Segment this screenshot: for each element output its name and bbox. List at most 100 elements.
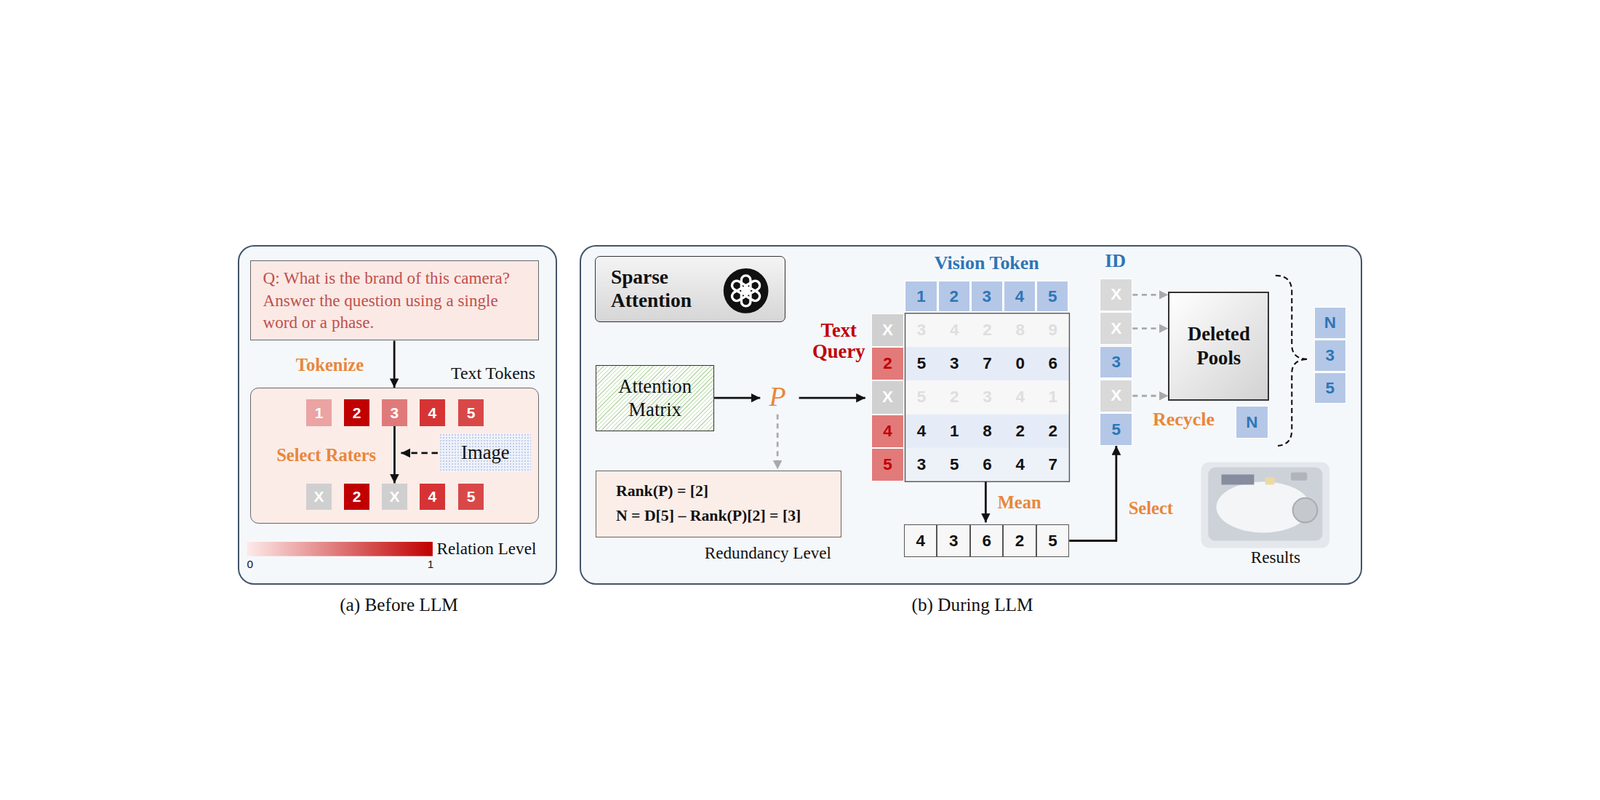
matrix-row xyxy=(905,313,1070,347)
panel-caption: (a) Before LLM xyxy=(239,594,559,616)
question-box: Q: What is the brand of this camera? Ans… xyxy=(250,260,539,342)
cell-text: 4 xyxy=(428,404,438,422)
vision-token-cell: 2 xyxy=(938,280,971,312)
cell-text: X xyxy=(1110,319,1122,339)
formula-text: N = D[5] – Rank(P)[2] = [3] xyxy=(616,504,801,529)
selected-token: 2 xyxy=(344,483,370,510)
query-row-cell: 5 xyxy=(871,448,904,482)
cell-text: 5 xyxy=(882,455,892,475)
id-cell: 5 xyxy=(1099,413,1133,446)
matrix-input-box: Attention Matrix xyxy=(595,365,715,432)
camera-front xyxy=(1216,481,1310,533)
camera-label xyxy=(1221,474,1254,485)
cell-text: 2 xyxy=(352,404,362,422)
dashed-arrow xyxy=(776,414,779,470)
id-cell: X xyxy=(1099,312,1133,345)
selected-token: X xyxy=(381,483,408,510)
result-cell: 3 xyxy=(1314,339,1346,371)
logo-petal xyxy=(730,286,750,303)
id-cell: X xyxy=(1099,379,1133,413)
matrix-row xyxy=(905,346,1070,381)
text-token: 5 xyxy=(458,399,484,426)
mean-cell: 4 xyxy=(904,524,937,558)
cell-text: N xyxy=(1324,313,1336,333)
logo-petal xyxy=(730,279,750,296)
cell-text: X xyxy=(1110,285,1122,304)
cell-text: 3 xyxy=(390,404,400,422)
logo-knot xyxy=(730,275,762,307)
connector xyxy=(1069,445,1117,541)
vision-token-cell: 5 xyxy=(1036,280,1069,312)
panel-box: (a) Before LLMQ: What is the brand of th… xyxy=(237,245,558,585)
image-text: Image xyxy=(461,441,510,464)
cell-text: 2 xyxy=(352,488,362,506)
formula-text: Rank(P) = [2] xyxy=(616,479,709,504)
connector xyxy=(393,426,396,484)
vision-token-cell: 1 xyxy=(904,280,937,312)
camera-illustration xyxy=(1200,462,1330,549)
cell-text: 4 xyxy=(428,488,438,506)
id-cell: X xyxy=(1099,278,1133,312)
mean-cell: 2 xyxy=(1002,524,1036,558)
result-cell: N xyxy=(1314,306,1346,339)
text-token: 1 xyxy=(306,399,332,426)
vision-token-cell: 3 xyxy=(970,280,1003,312)
cell-text: 1 xyxy=(314,404,324,422)
cell-text: 5 xyxy=(1048,531,1057,551)
cell-text: 3 xyxy=(949,531,958,551)
cell-text: X xyxy=(882,320,894,340)
mean-cell: 5 xyxy=(1036,524,1070,558)
selected-token: 4 xyxy=(419,483,446,510)
result-cell: 5 xyxy=(1314,372,1346,404)
curly-bracket xyxy=(1275,275,1309,446)
formula-box: Rank(P) = [2]N = D[5] – Rank(P)[2] = [3]… xyxy=(595,470,842,539)
text-token: 3 xyxy=(381,399,408,426)
query-row-cell: X xyxy=(871,380,904,414)
camera-lens xyxy=(1293,498,1318,523)
cell-text: 2 xyxy=(1015,531,1024,551)
recycled-cell: N xyxy=(1235,405,1269,439)
cell-text: 4 xyxy=(915,531,925,551)
flow-arrow xyxy=(799,397,866,400)
logo-disc xyxy=(723,268,769,314)
camera-flash xyxy=(1290,472,1307,481)
camera-body xyxy=(1208,467,1323,542)
cell-text: 2 xyxy=(882,354,892,374)
cell-text: X xyxy=(314,488,325,506)
panel-caption: (b) During LLM xyxy=(581,594,1364,616)
method-box: Sparse Attention xyxy=(594,256,786,323)
matrix-row xyxy=(905,448,1070,482)
cell-text: X xyxy=(1110,386,1122,406)
cell-text: 1 xyxy=(916,287,926,307)
cell-text: X xyxy=(882,387,894,407)
panel-box: (b) During LLMSparse AttentionAttention … xyxy=(579,245,1363,585)
dashed-connector xyxy=(1132,394,1168,398)
camera-button xyxy=(1265,477,1275,486)
gradient-swatch xyxy=(247,541,433,557)
vision-token-cell: 4 xyxy=(1003,280,1036,312)
box-caption: Redundancy Level xyxy=(692,543,832,563)
logo-petal xyxy=(741,275,751,292)
method-title: Sparse Attention xyxy=(610,266,713,312)
cell-text: 3 xyxy=(1325,346,1335,366)
mean-cell: 3 xyxy=(936,524,970,558)
selected-token: 5 xyxy=(458,483,484,510)
box-text: Deleted Pools xyxy=(1173,322,1265,371)
logo-symbol xyxy=(723,268,769,314)
query-row-cell: 4 xyxy=(871,414,904,448)
dashed-connector xyxy=(1132,327,1168,330)
cell-text: 5 xyxy=(1325,378,1335,398)
cell-text: 4 xyxy=(882,421,892,441)
cell-text: 2 xyxy=(949,287,958,307)
dashed-connector xyxy=(1132,293,1168,296)
cell-text: 3 xyxy=(982,287,992,307)
matrix-row xyxy=(905,414,1070,448)
query-row-cell: 2 xyxy=(871,346,904,381)
mean-cell: 6 xyxy=(970,524,1003,558)
cell-text: N xyxy=(1245,413,1258,432)
cell-text: 4 xyxy=(1015,287,1024,307)
cell-text: 3 xyxy=(1112,352,1121,372)
pool-box: Deleted Pools xyxy=(1168,291,1270,401)
